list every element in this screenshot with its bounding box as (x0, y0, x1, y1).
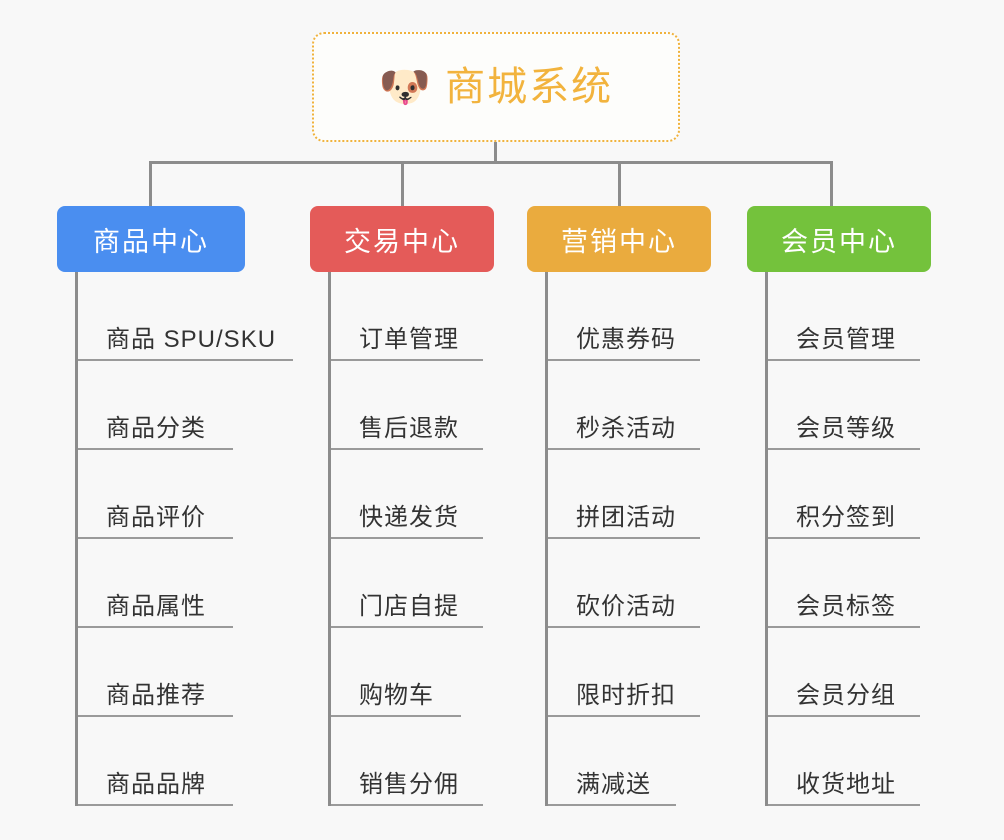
sub-item[interactable]: 会员管理 (768, 272, 920, 361)
sub-item[interactable]: 商品 SPU/SKU (78, 272, 293, 361)
sub-item[interactable]: 会员等级 (768, 361, 920, 450)
category-box-商品中心[interactable]: 商品中心 (57, 206, 245, 272)
sub-item-list-商品中心: 商品 SPU/SKU 商品分类 商品评价 商品属性 商品推荐 商品品牌 (75, 272, 293, 806)
category-label: 商品中心 (93, 226, 209, 257)
sub-item[interactable]: 满减送 (548, 717, 676, 806)
sub-item-label: 会员等级 (796, 414, 896, 442)
sub-item[interactable]: 会员标签 (768, 539, 920, 628)
sub-item-label: 商品品牌 (106, 770, 206, 798)
sub-item-label: 商品推荐 (106, 681, 206, 709)
sub-item[interactable]: 快递发货 (331, 450, 483, 539)
sub-item[interactable]: 购物车 (331, 628, 461, 717)
sub-item-label: 优惠券码 (576, 325, 676, 353)
category-label: 交易中心 (344, 226, 460, 257)
category-column-商品中心: 商品中心 商品 SPU/SKU 商品分类 商品评价 商品属性 商品推荐 商品品牌 (57, 206, 293, 806)
sub-item-label: 秒杀活动 (576, 414, 676, 442)
sub-item-label: 快递发货 (359, 503, 459, 531)
category-column-营销中心: 营销中心 优惠券码 秒杀活动 拼团活动 砍价活动 限时折扣 满减送 (527, 206, 711, 806)
category-label: 会员中心 (781, 226, 897, 257)
sub-item-label: 会员管理 (796, 325, 896, 353)
category-column-会员中心: 会员中心 会员管理 会员等级 积分签到 会员标签 会员分组 收货地址 (747, 206, 931, 806)
sub-item[interactable]: 商品推荐 (78, 628, 233, 717)
sub-item-label: 限时折扣 (576, 681, 676, 709)
sub-item-label: 商品属性 (106, 592, 206, 620)
sub-item[interactable]: 商品分类 (78, 361, 233, 450)
sub-item-label: 会员分组 (796, 681, 896, 709)
root-node-mall-system[interactable]: 🐶 商城系统 (312, 32, 680, 142)
shiba-dog-face-icon: 🐶 (378, 63, 432, 110)
connector-drop-交易中心 (401, 161, 404, 207)
sub-item-label: 会员标签 (796, 592, 896, 620)
sub-item[interactable]: 商品品牌 (78, 717, 233, 806)
category-column-交易中心: 交易中心 订单管理 售后退款 快递发货 门店自提 购物车 销售分佣 (310, 206, 494, 806)
sub-item-list-会员中心: 会员管理 会员等级 积分签到 会员标签 会员分组 收货地址 (765, 272, 920, 806)
category-box-交易中心[interactable]: 交易中心 (310, 206, 494, 272)
sub-item[interactable]: 限时折扣 (548, 628, 700, 717)
sub-item-label: 收货地址 (796, 770, 896, 798)
sub-item[interactable]: 积分签到 (768, 450, 920, 539)
category-label: 营销中心 (561, 226, 677, 257)
sub-item-label: 商品评价 (106, 503, 206, 531)
sub-item-label: 订单管理 (359, 325, 459, 353)
sub-item-label: 满减送 (576, 770, 651, 798)
sub-item-label: 销售分佣 (359, 770, 459, 798)
connector-drop-会员中心 (830, 161, 833, 207)
sub-item[interactable]: 砍价活动 (548, 539, 700, 628)
connector-horizontal-bus (149, 161, 833, 164)
sub-item-label: 砍价活动 (576, 592, 676, 620)
sub-item[interactable]: 优惠券码 (548, 272, 700, 361)
sub-item[interactable]: 拼团活动 (548, 450, 700, 539)
sub-item[interactable]: 商品属性 (78, 539, 233, 628)
sub-item[interactable]: 商品评价 (78, 450, 233, 539)
category-box-会员中心[interactable]: 会员中心 (747, 206, 931, 272)
sub-item[interactable]: 售后退款 (331, 361, 483, 450)
sub-item-list-交易中心: 订单管理 售后退款 快递发货 门店自提 购物车 销售分佣 (328, 272, 483, 806)
sub-item[interactable]: 销售分佣 (331, 717, 483, 806)
connector-drop-营销中心 (618, 161, 621, 207)
sub-item-label: 门店自提 (359, 592, 459, 620)
sub-item[interactable]: 会员分组 (768, 628, 920, 717)
sub-item[interactable]: 收货地址 (768, 717, 920, 806)
connector-root-stem (494, 142, 497, 164)
sub-item-label: 售后退款 (359, 414, 459, 442)
sub-item[interactable]: 秒杀活动 (548, 361, 700, 450)
sub-item-label: 商品分类 (106, 414, 206, 442)
root-node-title: 商城系统 (445, 65, 614, 109)
sub-item[interactable]: 门店自提 (331, 539, 483, 628)
connector-drop-商品中心 (149, 161, 152, 207)
category-box-营销中心[interactable]: 营销中心 (527, 206, 711, 272)
sub-item-label: 商品 SPU/SKU (106, 325, 277, 353)
sub-item-label: 拼团活动 (576, 503, 676, 531)
sub-item-label: 积分签到 (796, 503, 896, 531)
sub-item-list-营销中心: 优惠券码 秒杀活动 拼团活动 砍价活动 限时折扣 满减送 (545, 272, 700, 806)
sub-item-label: 购物车 (359, 681, 434, 709)
sub-item[interactable]: 订单管理 (331, 272, 483, 361)
